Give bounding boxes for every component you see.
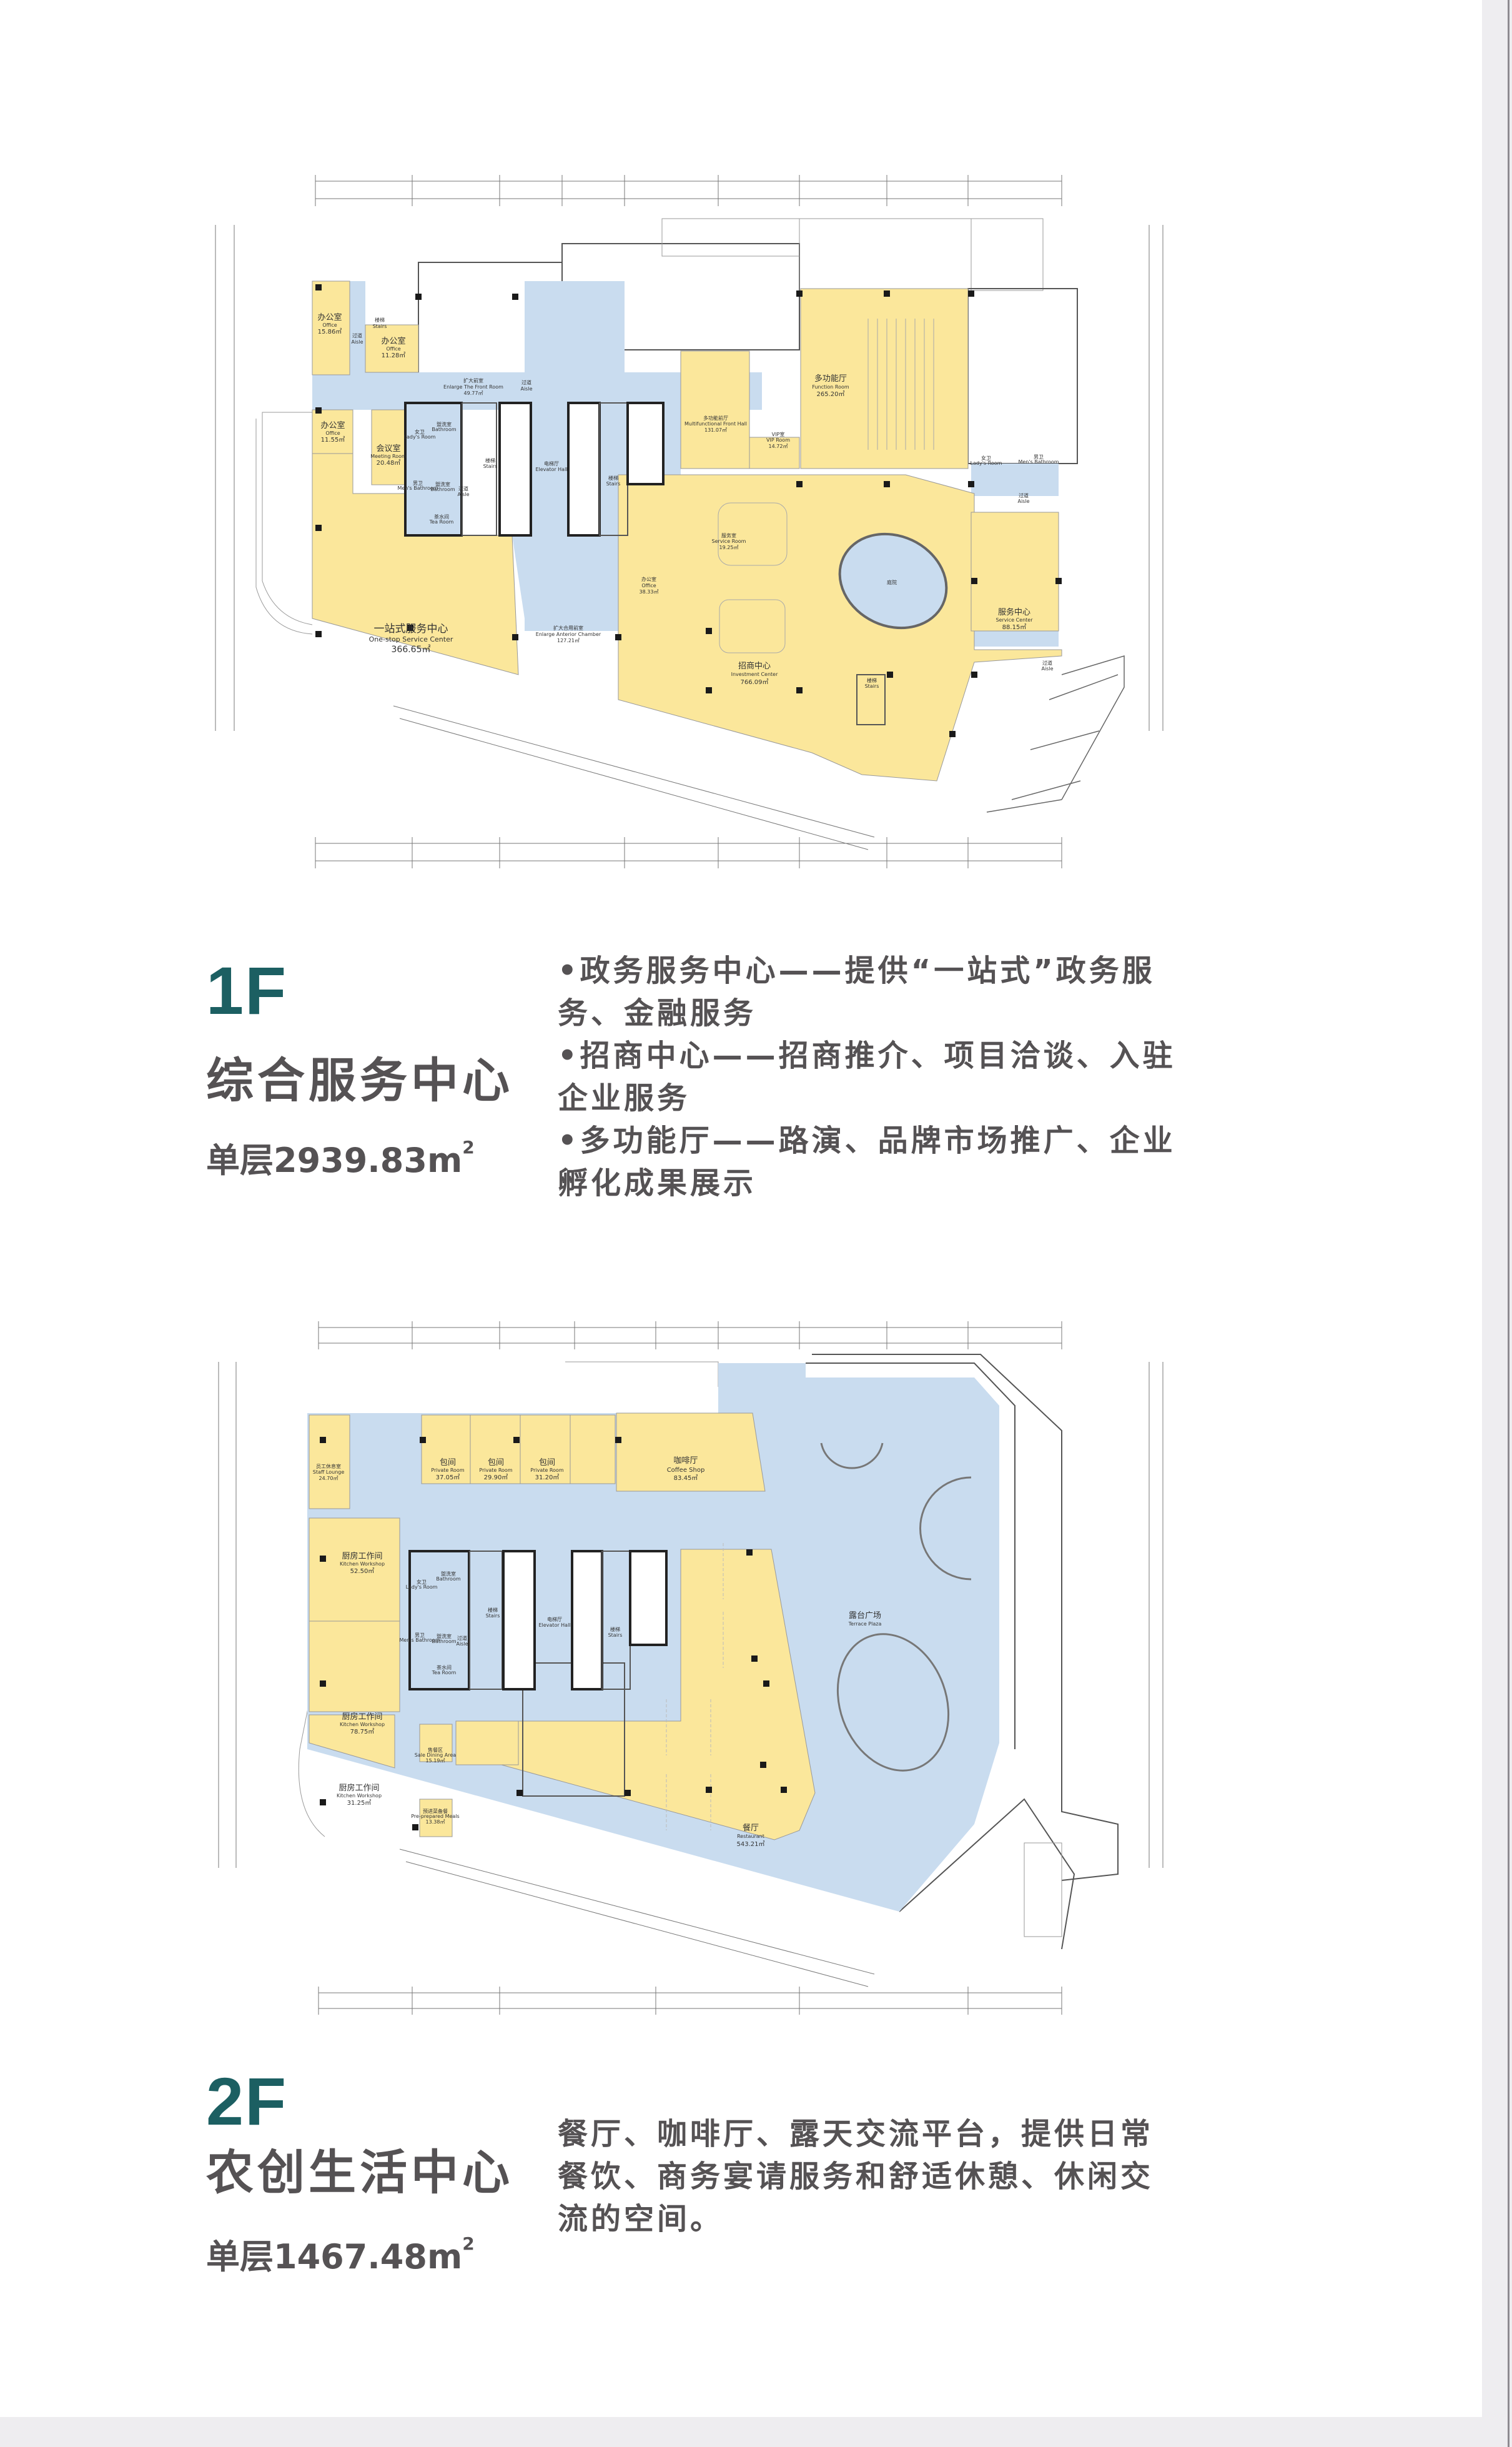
bullet-item: •招商中心——招商推介、项目洽谈、入驻企业服务 — [558, 1038, 1176, 1116]
floor-area-value: 单层1467.48m — [206, 2237, 463, 2276]
floor-description-1f: •政务服务中心——提供“一站式”政务服务、金融服务 •招商中心——招商推介、项目… — [558, 950, 1176, 1204]
floor-title-1f: 综合服务中心 — [206, 1053, 513, 1108]
floor-area-2f: 单层1467.48m2 — [206, 2235, 475, 2274]
description-line: 餐饮、商务宴请服务和舒适休憩、休闲交 — [558, 2159, 1154, 2194]
rooms — [312, 280, 1062, 782]
floor-area-1f: 单层2939.83m2 — [206, 1139, 475, 1178]
floor-number-2f: 2F — [206, 2063, 288, 2139]
description-line: 流的空间。 — [558, 2201, 724, 2236]
bullet-item: •政务服务中心——提供“一站式”政务服务、金融服务 — [558, 953, 1155, 1031]
terrace-outline — [298, 1354, 1119, 1950]
courtyard-label: 庭院 — [887, 579, 897, 585]
floor-area-value: 单层2939.83m — [206, 1141, 463, 1180]
building-cores — [404, 319, 1125, 813]
structural-columns — [320, 1437, 787, 1830]
bullet-item: •多功能厅——路演、品牌市场推广、企业孵化成果展示 — [558, 1123, 1176, 1201]
dimension-lines — [218, 1321, 1164, 2015]
floor-area-unit-sup: 2 — [462, 1137, 475, 1158]
floor-number-1f: 1F — [206, 953, 288, 1028]
rooms — [309, 1412, 816, 1840]
description-line: 餐厅、咖啡厅、露天交流平台，提供日常 — [558, 2117, 1154, 2152]
structural-columns — [315, 284, 1062, 737]
page-edge-divider — [1508, 0, 1510, 2447]
building-cores — [408, 1442, 972, 1830]
floor-description-2f: 餐厅、咖啡厅、露天交流平台，提供日常 餐饮、商务宴请服务和舒适休憩、休闲交 流的… — [558, 2113, 1176, 2240]
floor-area-unit-sup: 2 — [462, 2233, 475, 2254]
dimension-lines — [215, 175, 1164, 868]
floor-title-2f: 农创生活中心 — [206, 2145, 513, 2200]
